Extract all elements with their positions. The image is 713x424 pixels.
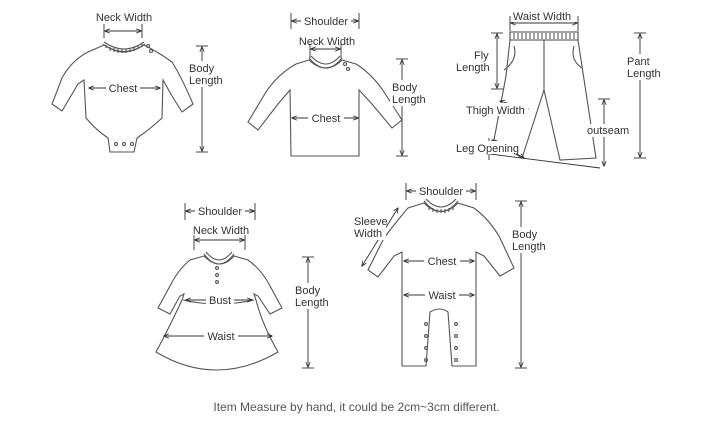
pants-waist-width-label: Waist Width bbox=[513, 11, 571, 23]
bodysuit-body-length-label-2: Length bbox=[189, 75, 223, 87]
shirt-chest-label: Chest bbox=[312, 113, 341, 125]
pants-thigh-width-label: Thigh Width bbox=[466, 105, 525, 117]
shirt-neck-width-label: Neck Width bbox=[299, 36, 355, 48]
bodysuit-collar-ribbing bbox=[105, 44, 143, 53]
pants-pant-length-label-2: Length bbox=[627, 68, 661, 80]
bodysuit-chest-label: Chest bbox=[109, 83, 138, 95]
romper-body-length-label-1: Body bbox=[512, 229, 538, 241]
bodysuit-figure: Neck Width Chest Body Length bbox=[51, 12, 224, 153]
dress-body-length-label-2: Length bbox=[295, 297, 329, 309]
pants-outline bbox=[493, 31, 597, 161]
bodysuit-neck-width-label: Neck Width bbox=[96, 12, 152, 24]
bodysuit-body-length-label-1: Body bbox=[189, 63, 215, 75]
dress-bust-label: Bust bbox=[209, 295, 231, 307]
shirt-outline bbox=[247, 59, 403, 157]
romper-outline bbox=[367, 202, 515, 367]
dress-neck-width-label: Neck Width bbox=[193, 225, 249, 237]
romper-waist-label: Waist bbox=[428, 290, 455, 302]
pants-figure: Waist Width Fly Length Pant Length Thigh… bbox=[455, 9, 664, 169]
romper-chest-label: Chest bbox=[428, 256, 457, 268]
dress-body-length-label-1: Body bbox=[295, 285, 321, 297]
bodysuit-collar bbox=[102, 41, 146, 53]
shirt-body-length-label-1: Body bbox=[392, 82, 418, 94]
shirt-body-length-label-2: Length bbox=[392, 94, 426, 106]
pants-fly-length-label-1: Fly bbox=[474, 50, 489, 62]
pants-pant-length-label-1: Pant bbox=[627, 56, 650, 68]
dress-shoulder-label: Shoulder bbox=[198, 206, 242, 218]
shirt-shoulder-label: Shoulder bbox=[304, 16, 348, 28]
bodysuit-outline bbox=[51, 44, 194, 153]
footer-note: Item Measure by hand, it could be 2cm~3c… bbox=[213, 400, 500, 414]
pants-leg-opening-label: Leg Opening bbox=[456, 143, 519, 155]
romper-body-length-label-2: Length bbox=[512, 241, 546, 253]
dress-waist-label: Waist bbox=[207, 331, 234, 343]
romper-shoulder-label: Shoulder bbox=[419, 186, 463, 198]
shirt-figure: Shoulder Neck Width Chest Body Length bbox=[247, 13, 428, 157]
pants-fly-length-label-2: Length bbox=[456, 62, 490, 74]
romper-sleeve-width-label-1: Sleeve bbox=[354, 216, 388, 228]
pants-outseam-label: outseam bbox=[587, 125, 629, 137]
pants-waistband bbox=[509, 31, 579, 41]
dress-outline bbox=[155, 255, 283, 371]
dress-collar bbox=[203, 251, 235, 265]
romper-figure: Shoulder Sleeve Width Chest Waist Body L… bbox=[352, 183, 548, 369]
dress-figure: Shoulder Neck Width Bust Waist Body Leng… bbox=[155, 203, 332, 371]
shirt-collar bbox=[308, 55, 343, 69]
romper-sleeve-width-label-2: Width bbox=[354, 228, 382, 240]
